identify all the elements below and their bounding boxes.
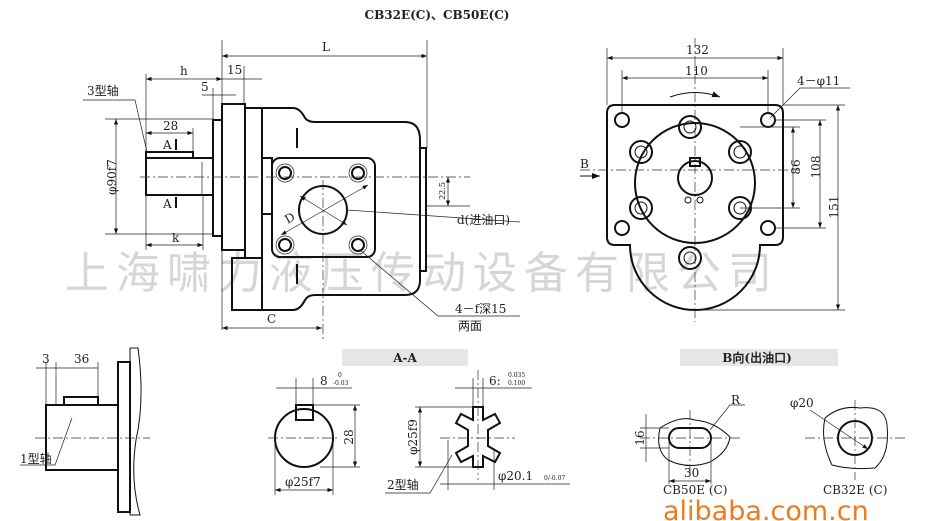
dim-phi20-1: φ20.1 <box>498 469 533 483</box>
spline-tol-bot: 0.100 <box>508 380 525 387</box>
dim-22-5: 22.5 <box>438 182 447 200</box>
section-mark-a-bottom: A <box>162 197 172 211</box>
holes-label: 4－φ11 <box>797 74 840 88</box>
both-sides-label: 两面 <box>458 319 482 333</box>
dim-36: 36 <box>74 352 89 366</box>
dim-phi25f9: φ25f9 <box>406 419 420 455</box>
dim-108: 108 <box>809 156 823 179</box>
section-mark-a-top: A <box>162 138 172 152</box>
dim-110: 110 <box>685 64 708 78</box>
dim-phi20: φ20 <box>790 396 814 410</box>
view-b-title: B向(出油口) <box>722 350 792 365</box>
shaft-3-label: 3型轴 <box>87 83 119 98</box>
dim-86: 86 <box>789 159 803 174</box>
shaft-2-label: 2型轴 <box>387 477 419 492</box>
cb50e-label: CB50E (C) <box>663 483 727 497</box>
key-tol-bot: -0.03 <box>333 380 349 387</box>
view-b: B向(出油口) R 16 30 φ20 CB50E (C) CB32E (C) <box>633 349 905 497</box>
company-watermark: 上海啸力液压传动设备有限公司 <box>65 248 779 299</box>
dim-151: 151 <box>827 196 841 219</box>
dim-28: 28 <box>163 119 178 133</box>
dim-phi25f7: φ25f7 <box>285 475 321 489</box>
dim-L: L <box>322 40 330 54</box>
dim-132: 132 <box>686 43 709 57</box>
dim-phi90f7: φ90f7 <box>105 159 119 195</box>
front-view: 132 110 4－φ11 B 86 108 151 <box>580 38 850 322</box>
dim-28: 28 <box>342 429 356 444</box>
shaft-type-1-view: 3 36 1型轴 <box>20 347 150 516</box>
dim-16: 16 <box>633 430 647 445</box>
key-width: 8 <box>320 374 328 388</box>
section-aa-title: A-A <box>392 351 417 365</box>
dim-C: C <box>267 312 276 326</box>
dim-k: k <box>172 231 180 245</box>
bolt-heads <box>629 115 752 270</box>
site-watermark: alibaba.com.cn <box>663 496 869 521</box>
dim-5: 5 <box>201 80 209 94</box>
holes-label: 4－f深15 <box>455 302 506 316</box>
dim-30: 30 <box>684 466 699 480</box>
dim-phi20-1-tol: 0/-0.07 <box>544 475 565 482</box>
side-view: L h 15 5 3型轴 D 28 A A φ90f7 k C 22.5 <box>83 40 521 340</box>
section-aa: A-A 8 0 -0.03 28 φ25f7 6: 0.035 0.100 φ2… <box>268 349 570 495</box>
dim-15: 15 <box>227 63 242 77</box>
key-tol-top: 0 <box>338 372 342 379</box>
dim-3: 3 <box>42 352 50 366</box>
shaft-1-label: 1型轴 <box>20 451 52 466</box>
dim-h: h <box>180 64 188 78</box>
inlet-label: d(进油口) <box>457 213 510 227</box>
spline-tol-top: 0.035 <box>508 372 525 379</box>
cb32e-label: CB32E (C) <box>823 483 887 497</box>
radius-label: R <box>731 393 741 407</box>
dim-D: D <box>282 210 297 227</box>
view-b-mark: B <box>580 157 589 171</box>
drawing-title: CB32E(C)、CB50E(C) <box>365 8 510 22</box>
spline-width: 6: <box>489 374 501 388</box>
